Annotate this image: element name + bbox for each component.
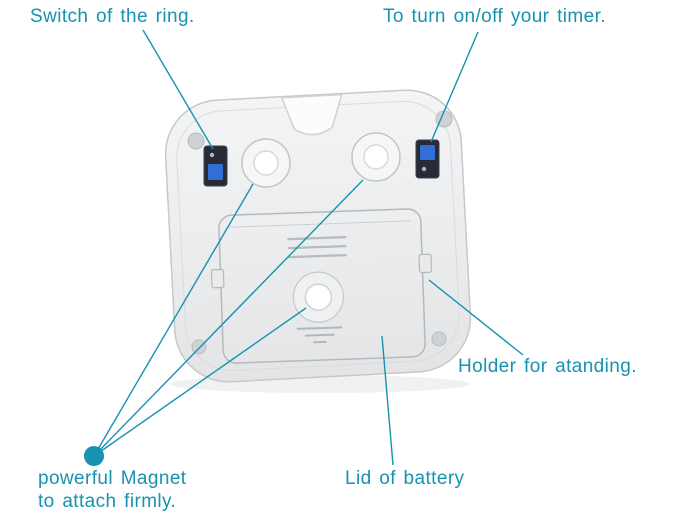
lid-clip-left [210, 268, 225, 289]
line-magnet-center [93, 307, 307, 457]
corner-hole-bottom-left [191, 339, 207, 355]
lid-pull-triangle [296, 326, 343, 344]
line-battery-lid [381, 335, 394, 466]
label-battery-lid: Lid of battery [345, 468, 465, 489]
hanger-notch [280, 93, 343, 136]
power-switch [415, 139, 440, 179]
line-switch-ring [142, 29, 214, 150]
line-holder [428, 279, 524, 356]
annotation-lines [93, 29, 524, 466]
label-magnet-line2: to attach firmly. [38, 491, 177, 512]
label-timer-onoff: To turn on/off your timer. [383, 6, 606, 27]
label-magnet-line1: powerful Magnet [38, 468, 187, 489]
label-holder: Holder for atanding. [458, 356, 637, 377]
ring-switch [203, 145, 228, 187]
magnet-callout-dot [84, 446, 104, 466]
line-magnet-right [93, 179, 364, 457]
label-switch-ring: Switch of the ring. [30, 6, 195, 27]
battery-lid [210, 208, 433, 364]
corner-hole-bottom-right [431, 331, 447, 347]
corner-hole-top-left [187, 132, 205, 150]
line-magnet-left [93, 183, 254, 457]
label-magnet: powerful Magnet to attach firmly. [38, 467, 186, 513]
stand-holder-clip [418, 253, 433, 274]
lid-grille-lines [287, 236, 348, 259]
magnet-right [351, 132, 401, 182]
magnet-left [241, 138, 291, 188]
magnet-center-button [292, 271, 344, 323]
line-timer-switch [430, 31, 479, 143]
